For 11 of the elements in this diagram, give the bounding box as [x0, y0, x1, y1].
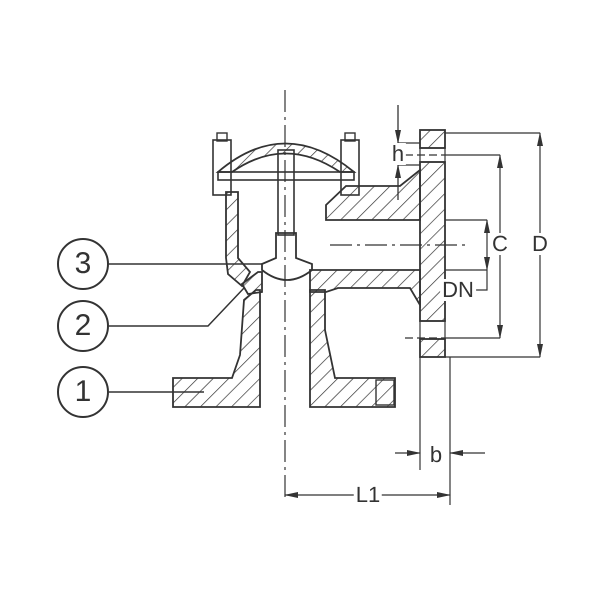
callout-number: 2: [57, 300, 109, 352]
valve-seat-drawing: [240, 271, 263, 295]
leader-line: [109, 391, 204, 393]
dimension-label: C: [490, 233, 510, 255]
valve-body-drawing: [172, 129, 446, 408]
leader-line: [109, 263, 262, 265]
leader-line: [109, 287, 245, 327]
valve-disc-drawing: [261, 232, 313, 281]
callout-number: 1: [57, 366, 109, 418]
dimension-label: DN: [440, 279, 476, 301]
callout-number: 3: [57, 238, 109, 290]
